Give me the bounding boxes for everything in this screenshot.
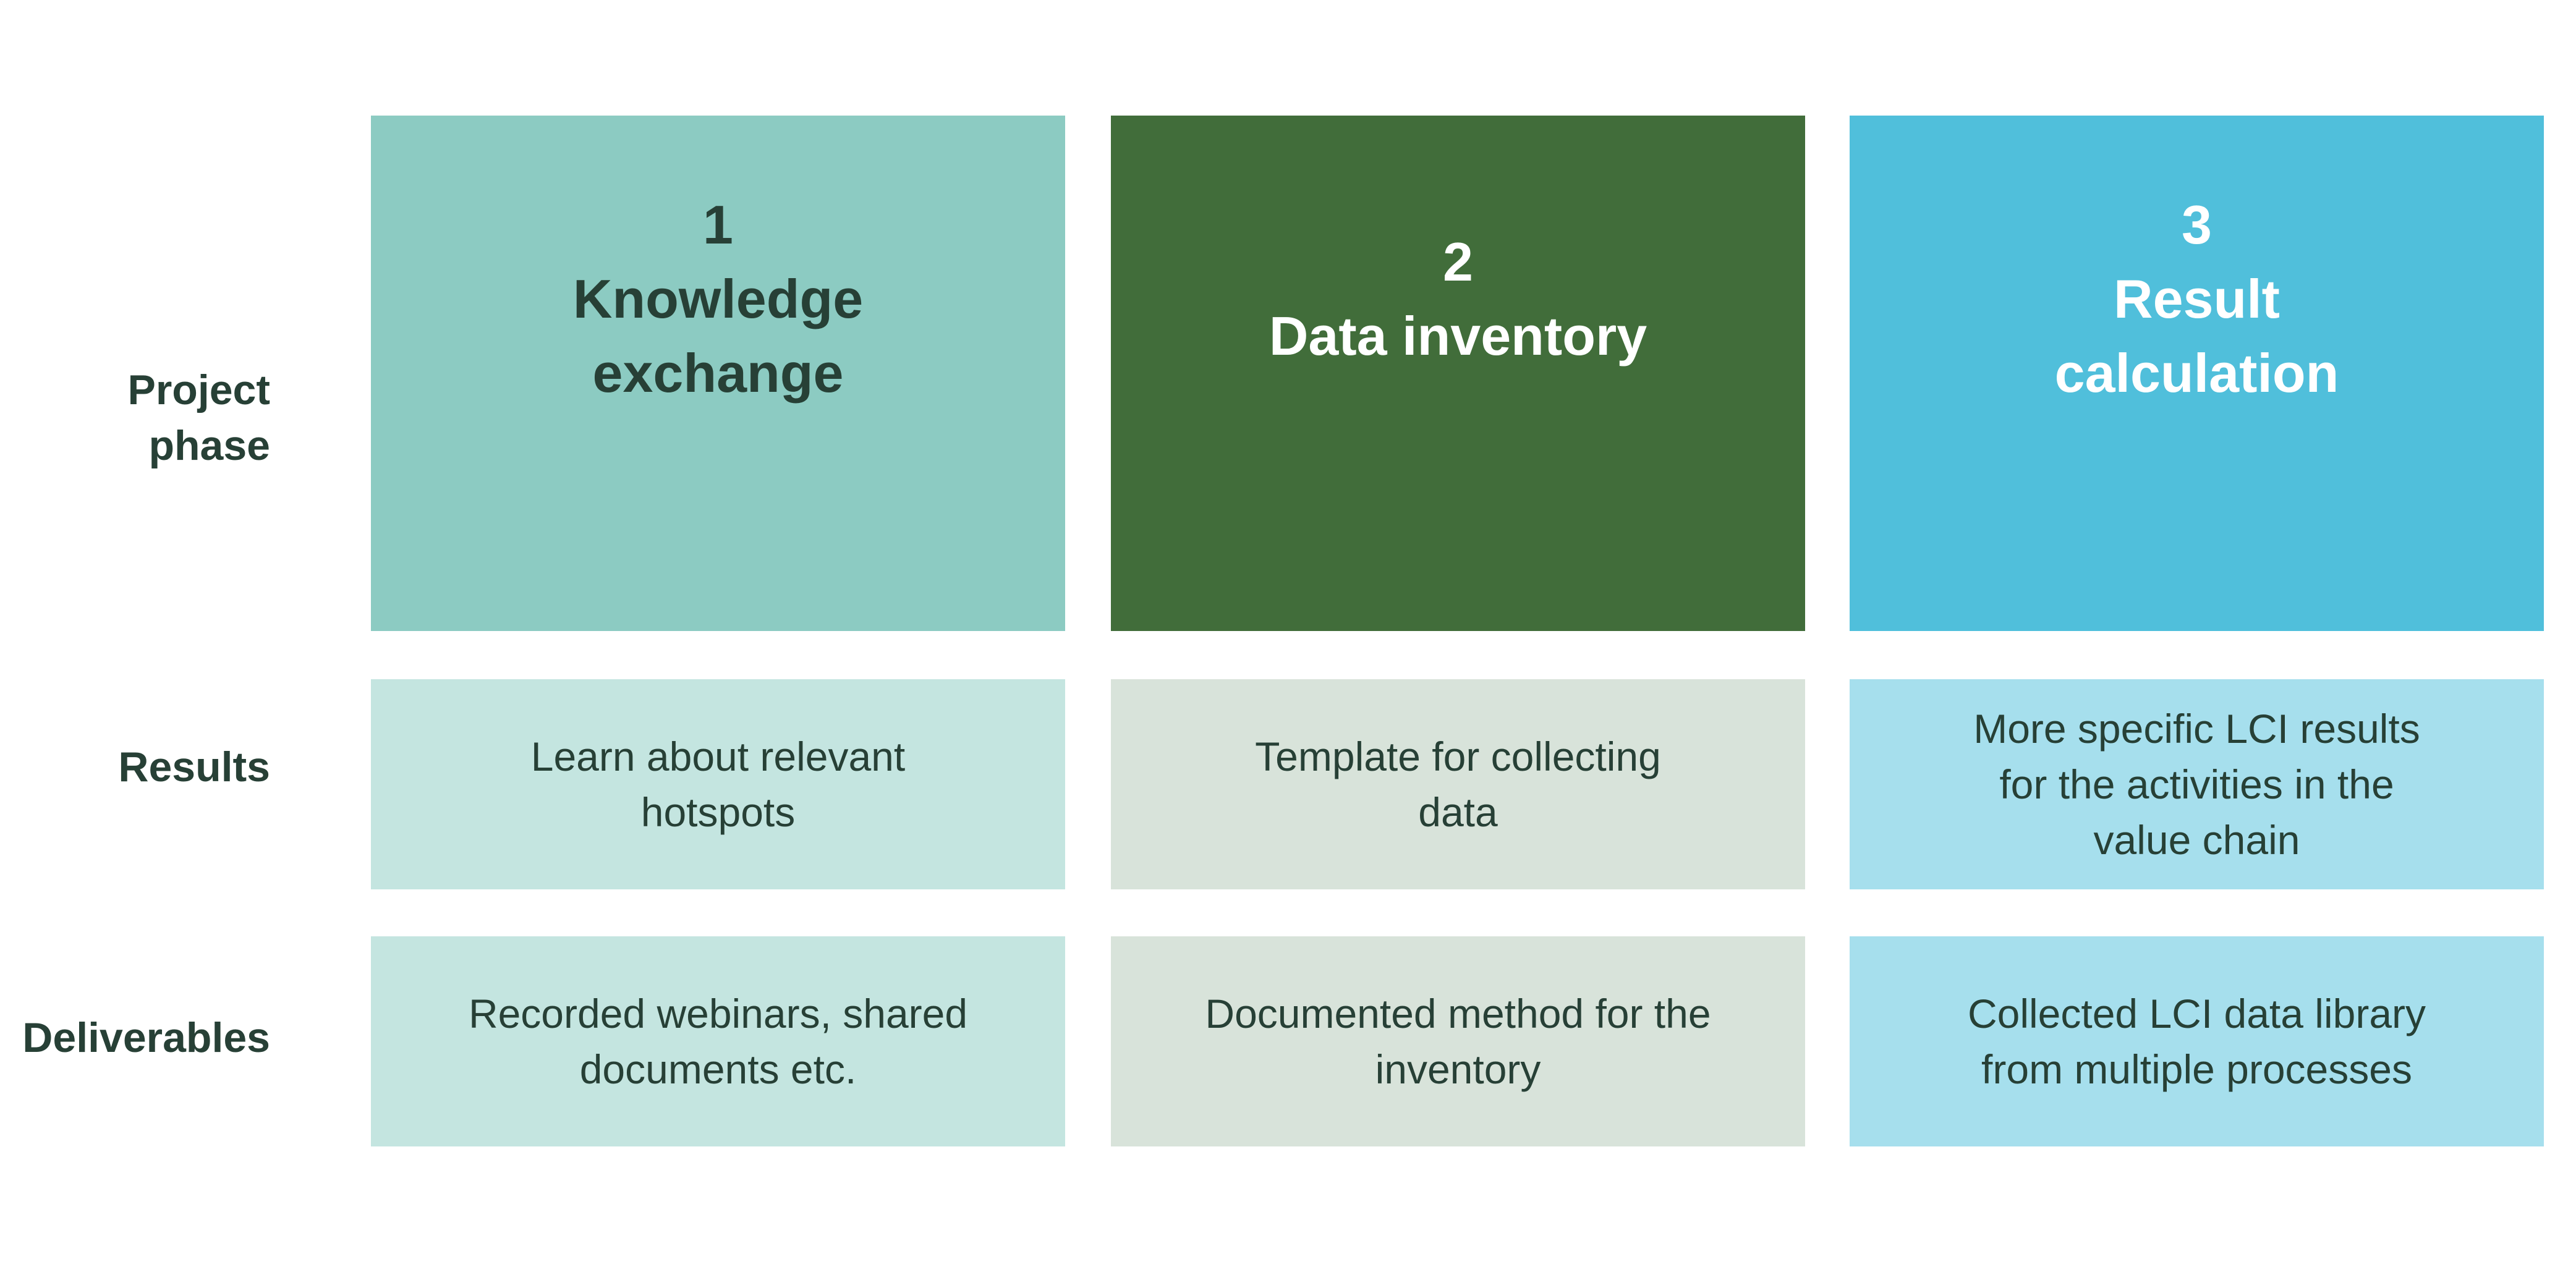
row-label-project-phase: Project phase [127, 362, 270, 473]
results-text-line: Template for collecting [1255, 734, 1661, 779]
deliverables-text-line: from multiple processes [1981, 1046, 2412, 1092]
row-label-line: Results [118, 744, 270, 790]
deliverables-text-line: documents etc. [579, 1046, 857, 1092]
results-box-phase-2: Template for collecting data [1111, 679, 1805, 889]
deliverables-text-line: Documented method for the [1205, 991, 1711, 1036]
results-text-line: data [1418, 789, 1498, 835]
results-text-line: Learn about relevant [530, 734, 906, 779]
deliverables-box-phase-1: Recorded webinars, shared documents etc. [371, 936, 1065, 1146]
row-label-line: phase [148, 422, 270, 469]
deliverables-text-line: Collected LCI data library [1967, 991, 2426, 1036]
phase-box-result-calculation: 3 Result calculation [1850, 116, 2544, 631]
results-box-phase-3: More specific LCI results for the activi… [1850, 679, 2544, 889]
row-label-deliverables: Deliverables [22, 1010, 270, 1066]
row-label-results: Results [118, 739, 270, 795]
phase-box-knowledge-exchange: 1 Knowledge exchange [371, 116, 1065, 631]
deliverables-box-phase-2: Documented method for the inventory [1111, 936, 1805, 1146]
phase-title-line: calculation [2054, 342, 2339, 404]
results-box-phase-1: Learn about relevant hotspots [371, 679, 1065, 889]
phase-box-data-inventory: 2 Data inventory [1111, 116, 1805, 631]
phase-title-line: Knowledge [572, 268, 864, 329]
phase-number: 3 [2182, 194, 2212, 255]
deliverables-text-line: inventory [1375, 1046, 1541, 1092]
deliverables-text-line: Recorded webinars, shared [468, 991, 968, 1036]
phase-number: 2 [1443, 231, 1473, 292]
phase-title-line: Data inventory [1269, 305, 1647, 366]
phase-number: 1 [703, 194, 733, 255]
phase-title-line: Result [2114, 268, 2280, 329]
deliverables-box-phase-3: Collected LCI data library from multiple… [1850, 936, 2544, 1146]
results-text-line: hotspots [640, 789, 796, 835]
results-text-line: for the activities in the [1999, 761, 2394, 807]
row-label-line: Project [127, 366, 270, 413]
results-text-line: value chain [2093, 817, 2300, 863]
phase-title-line: exchange [592, 342, 844, 404]
results-text-line: More specific LCI results [1973, 706, 2420, 752]
row-label-line: Deliverables [22, 1014, 270, 1061]
